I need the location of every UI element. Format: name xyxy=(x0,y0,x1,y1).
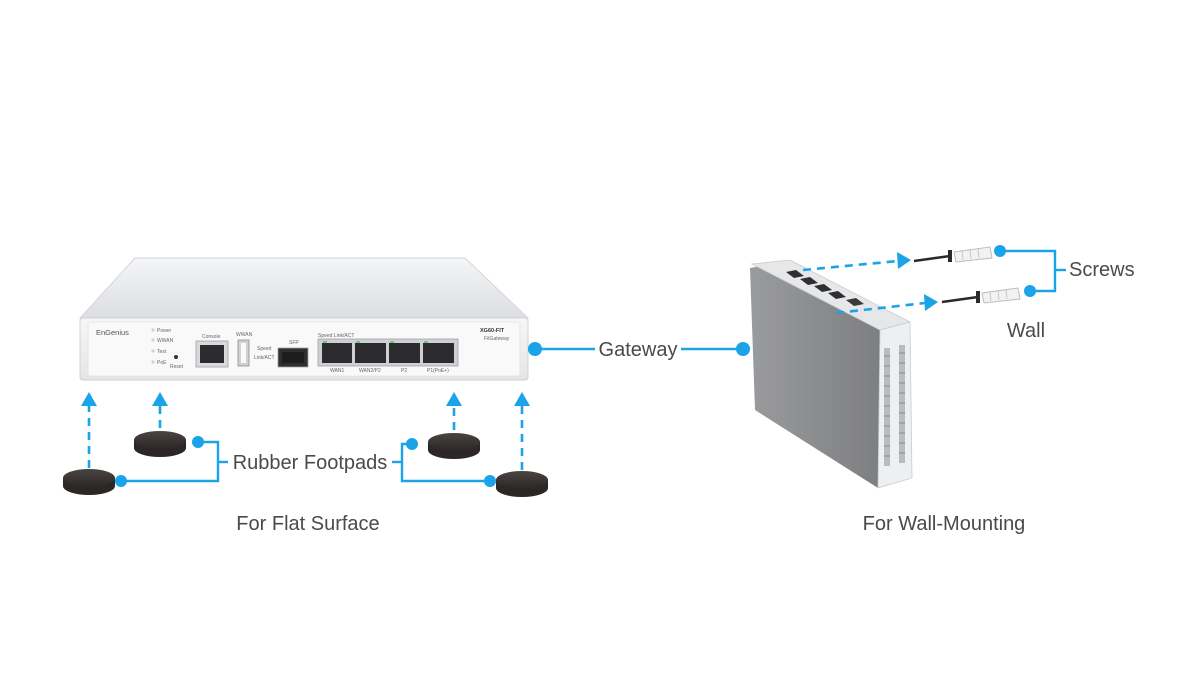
rubber-footpads-label: Rubber Footpads xyxy=(233,452,388,474)
screws-callout xyxy=(994,245,1066,297)
wall-device-side xyxy=(750,262,882,488)
speed-label-left: Speed xyxy=(257,346,272,352)
led-label-poe: PoE xyxy=(157,360,167,366)
reset-pinhole xyxy=(174,355,178,359)
wwan-label: WWAN xyxy=(236,332,253,338)
reset-label: Reset xyxy=(170,364,184,370)
wall-device-vents xyxy=(884,345,905,466)
footpad-2 xyxy=(63,469,115,495)
flat-surface-caption: For Flat Surface xyxy=(236,513,379,535)
led-label-power: Power xyxy=(157,328,172,334)
gateway-device-flat: EnGenius Power WWAN Test PoE Reset Conso… xyxy=(78,257,530,381)
port-label-p1: P1(PoE+) xyxy=(427,368,449,374)
screw-1 xyxy=(913,246,993,263)
console-label: Console xyxy=(202,334,221,340)
model-label: XG60-FIT xyxy=(480,328,505,334)
led-indicators: Power WWAN Test PoE xyxy=(151,328,174,366)
screws-label: Screws xyxy=(1069,259,1135,281)
link-label-left: Link/ACT xyxy=(254,355,275,361)
footpad-3 xyxy=(428,433,480,459)
port-label-wan1: WAN1 xyxy=(330,368,344,374)
footpad-callout xyxy=(115,436,496,487)
footpad-4 xyxy=(496,471,548,497)
gateway-label: Gateway xyxy=(599,339,678,361)
footpad-1 xyxy=(134,431,186,457)
ethernet-ports xyxy=(322,341,454,363)
ports-header: Speed Link/ACT xyxy=(318,333,354,339)
screw-2 xyxy=(941,287,1021,304)
sfp-label: SFP xyxy=(289,340,299,346)
rubber-footpads xyxy=(63,431,548,497)
wall-mounting-caption: For Wall-Mounting xyxy=(863,513,1026,535)
footpad-arrows xyxy=(81,392,530,470)
port-label-wan2: WAN2/P2 xyxy=(359,368,381,374)
gateway-callout xyxy=(528,342,750,356)
led-label-wwan: WWAN xyxy=(157,338,174,344)
wall-device-ports xyxy=(786,270,864,306)
gateway-top-surface xyxy=(78,257,530,319)
model-sub-label: FitGateway xyxy=(484,336,510,342)
led-label-test: Test xyxy=(157,349,167,355)
wall-device-front xyxy=(877,321,913,489)
gateway-device-wall xyxy=(750,259,913,489)
port-label-p2: P2 xyxy=(401,368,407,374)
screw-arrows xyxy=(802,252,938,315)
wall-label: Wall xyxy=(1007,320,1045,342)
brand-logo-text: EnGenius xyxy=(96,328,129,337)
